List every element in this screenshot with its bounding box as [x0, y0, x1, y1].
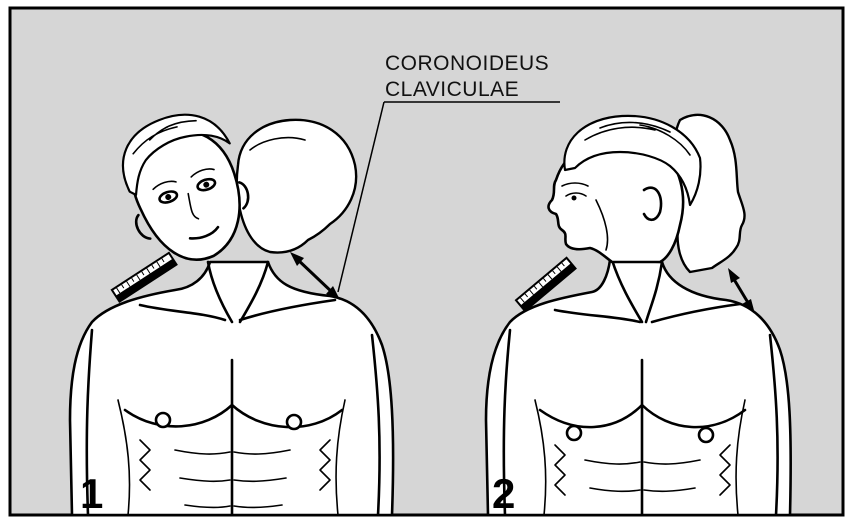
nipple-left-1 [156, 413, 170, 427]
panel-number-1: 1 [80, 470, 103, 517]
nipple-right-1 [287, 415, 301, 429]
panel-number-2: 2 [492, 470, 515, 517]
nipple-left-2 [567, 426, 581, 440]
annotation-line-2: CLAVICULAE [385, 78, 519, 101]
nipple-right-2 [699, 428, 713, 442]
annotation-line-1: CORONOIDEUS [385, 52, 549, 75]
